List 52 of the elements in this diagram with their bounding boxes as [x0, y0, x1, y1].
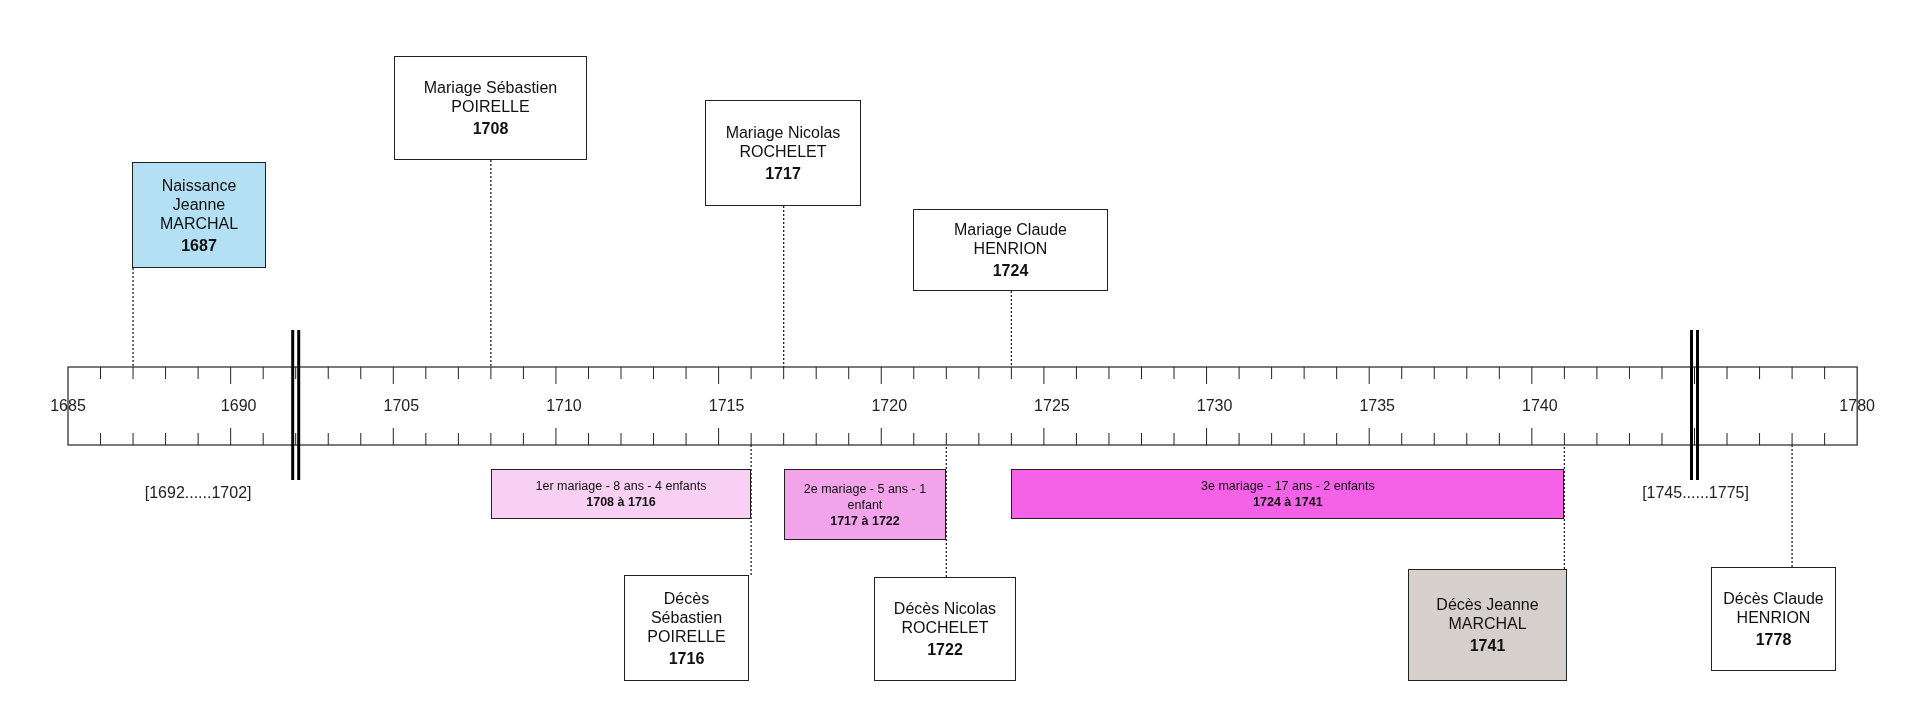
- event-year: 1724: [992, 261, 1029, 280]
- leader-line: [783, 205, 785, 368]
- event-year: 1708: [472, 119, 509, 138]
- event-text: Décès Nicolas ROCHELET: [892, 599, 998, 637]
- event-year: 1741: [1469, 636, 1506, 655]
- period-text: 1er mariage - 8 ans - 4 enfants: [535, 478, 707, 494]
- year-label: 1710: [546, 397, 582, 415]
- year-label: 1735: [1359, 397, 1395, 415]
- year-label: 1715: [708, 397, 745, 415]
- event-text: Décès Jeanne MARCHAL: [1435, 595, 1540, 633]
- leader-line: [1791, 444, 1793, 568]
- event-year: 1716: [668, 648, 705, 668]
- period-dates: 1708 à 1716: [586, 494, 656, 510]
- leader-line: [1563, 444, 1566, 570]
- period-dates: 1724 à 1741: [1253, 494, 1323, 510]
- leader-line: [750, 444, 752, 576]
- event-box: [132, 162, 266, 268]
- event-text: Décès Sébastien POIRELLE: [646, 588, 727, 646]
- event-text: Mariage Sébastien POIRELLE: [422, 78, 559, 116]
- event-box: [705, 100, 861, 206]
- leader-line: [490, 159, 492, 368]
- year-label: 1725: [1034, 397, 1070, 415]
- leader-line: [945, 444, 947, 578]
- leader-line: [1010, 290, 1012, 368]
- event-box: [874, 577, 1016, 681]
- leader-line: [132, 267, 134, 368]
- period-bar: [490, 469, 752, 519]
- period-bar: [1011, 469, 1565, 519]
- year-label: 1690: [220, 397, 257, 415]
- event-year: 1778: [1755, 630, 1792, 649]
- year-label: 1720: [871, 397, 908, 415]
- event-text: Mariage Nicolas ROCHELET: [724, 123, 842, 161]
- year-label: 1730: [1196, 397, 1233, 415]
- event-box: [1711, 567, 1836, 671]
- event-text: Naissance Jeanne MARCHAL: [158, 175, 240, 233]
- event-text: Mariage Claude HENRION: [953, 220, 1068, 258]
- date-range-label: [1692......1702]: [144, 484, 252, 502]
- event-text: Décès Claude HENRION: [1722, 589, 1825, 627]
- event-year: 1722: [927, 640, 963, 659]
- period-text: 2e mariage - 5 ans - 1 enfant: [802, 480, 928, 513]
- year-label: 1740: [1522, 397, 1558, 415]
- event-box: [394, 56, 587, 160]
- date-range-label: [1745......1775]: [1642, 484, 1749, 502]
- period-bar: [783, 469, 947, 540]
- period-text: 3e mariage - 17 ans - 2 enfants: [1201, 478, 1375, 494]
- period-dates: 1717 à 1722: [830, 512, 900, 529]
- year-label: 1705: [383, 397, 420, 415]
- event-box: [1408, 569, 1567, 681]
- event-box: [913, 209, 1108, 291]
- event-box: [624, 575, 749, 681]
- event-year: 1717: [765, 164, 801, 183]
- event-year: 1687: [181, 235, 217, 255]
